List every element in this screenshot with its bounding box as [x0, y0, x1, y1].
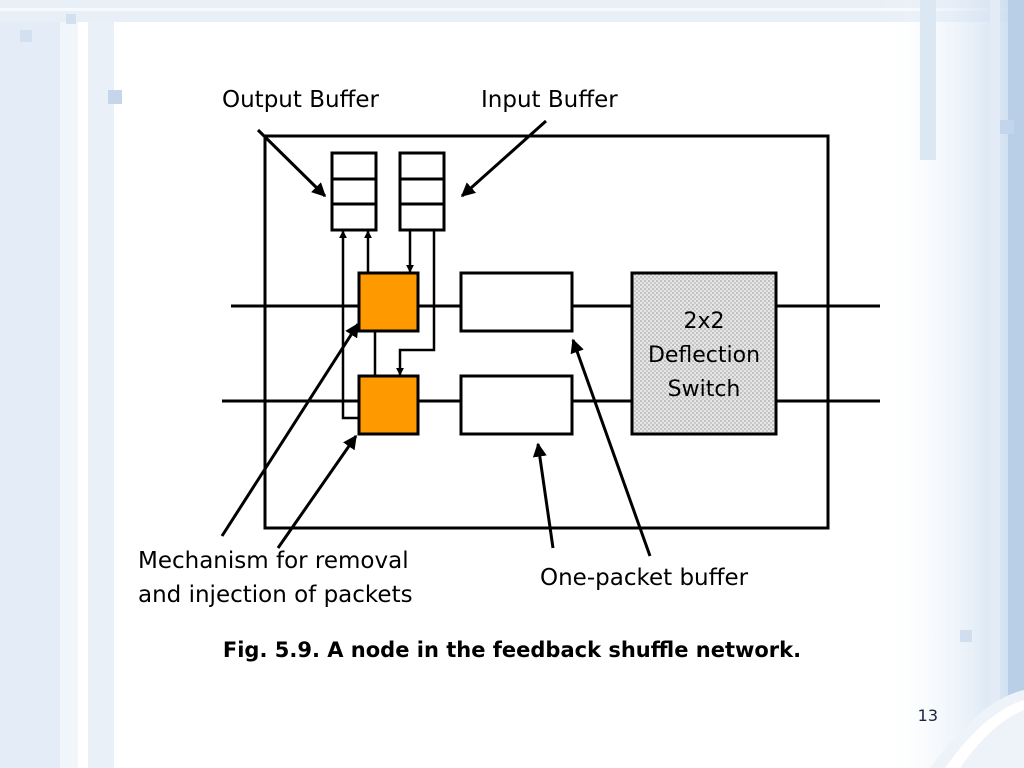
output-buffer-pointer	[256, 128, 327, 198]
one-packet-pointer-lower	[532, 442, 555, 549]
mechanism-label-line1: Mechanism for removal	[138, 548, 409, 574]
input-buffer-pointer	[460, 119, 547, 198]
switch-label: 2x2 Deflection Switch	[632, 305, 776, 407]
output-buffer-label: Output Buffer	[222, 87, 380, 113]
output-buffer-stack	[330, 151, 378, 232]
mechanism-pointer-upper	[220, 322, 360, 537]
callout-arrows	[220, 119, 652, 557]
mechanism-label: Mechanism for removal and injection of p…	[138, 544, 413, 612]
page-number: 13	[917, 706, 938, 725]
one-packet-pointer-upper	[570, 338, 652, 557]
one-packet-buffer-label: One-packet buffer	[540, 565, 749, 591]
figure-caption: Fig. 5.9. A node in the feedback shuffle…	[222, 638, 802, 662]
lower-one-packet-buffer	[459, 374, 574, 436]
upper-one-packet-buffer	[459, 271, 574, 333]
lower-processing-box	[357, 374, 420, 436]
deflection-switch	[630, 271, 778, 436]
input-buffer-label: Input Buffer	[481, 87, 618, 113]
mechanism-pointer-lower	[276, 434, 358, 549]
input-buffer-stack	[398, 151, 446, 232]
switch-label-line2: Deflection	[647, 343, 761, 368]
upper-processing-box	[357, 271, 420, 333]
buffer-connections	[339, 230, 436, 420]
switch-label-line3: Switch	[667, 377, 741, 402]
mechanism-label-line2: and injection of packets	[138, 582, 413, 608]
switch-label-line1: 2x2	[683, 309, 725, 334]
